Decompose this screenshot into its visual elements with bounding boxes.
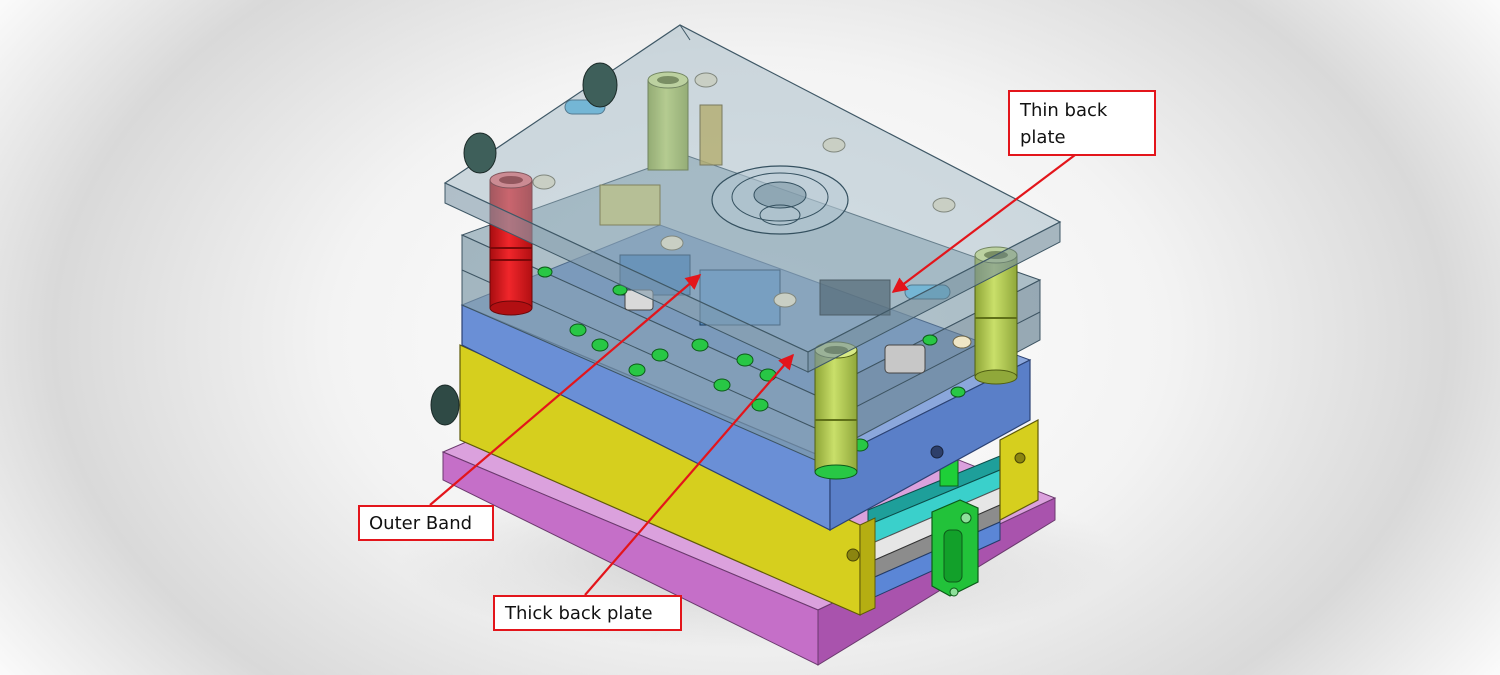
leader-outer-band bbox=[429, 274, 702, 506]
callout-outer-band: Outer Band bbox=[358, 505, 494, 541]
callout-thin-back-plate-line2: plate bbox=[1020, 127, 1066, 148]
socket-screws bbox=[532, 72, 972, 349]
callout-thin-back-plate: Thin back plate bbox=[1008, 90, 1156, 156]
lock-bracket bbox=[931, 499, 979, 597]
red-guide-pillar bbox=[489, 171, 533, 316]
green-screws bbox=[537, 266, 966, 452]
leader-thick-back-plate bbox=[584, 353, 795, 596]
side-connectors bbox=[463, 62, 618, 174]
leader-lines bbox=[429, 154, 1076, 596]
leader-thin-back-plate bbox=[891, 154, 1076, 293]
callout-thick-back-plate: Thick back plate bbox=[493, 595, 682, 631]
guide-bushing-top bbox=[647, 71, 689, 171]
callout-thin-back-plate-line1: Thin back bbox=[1020, 100, 1108, 121]
